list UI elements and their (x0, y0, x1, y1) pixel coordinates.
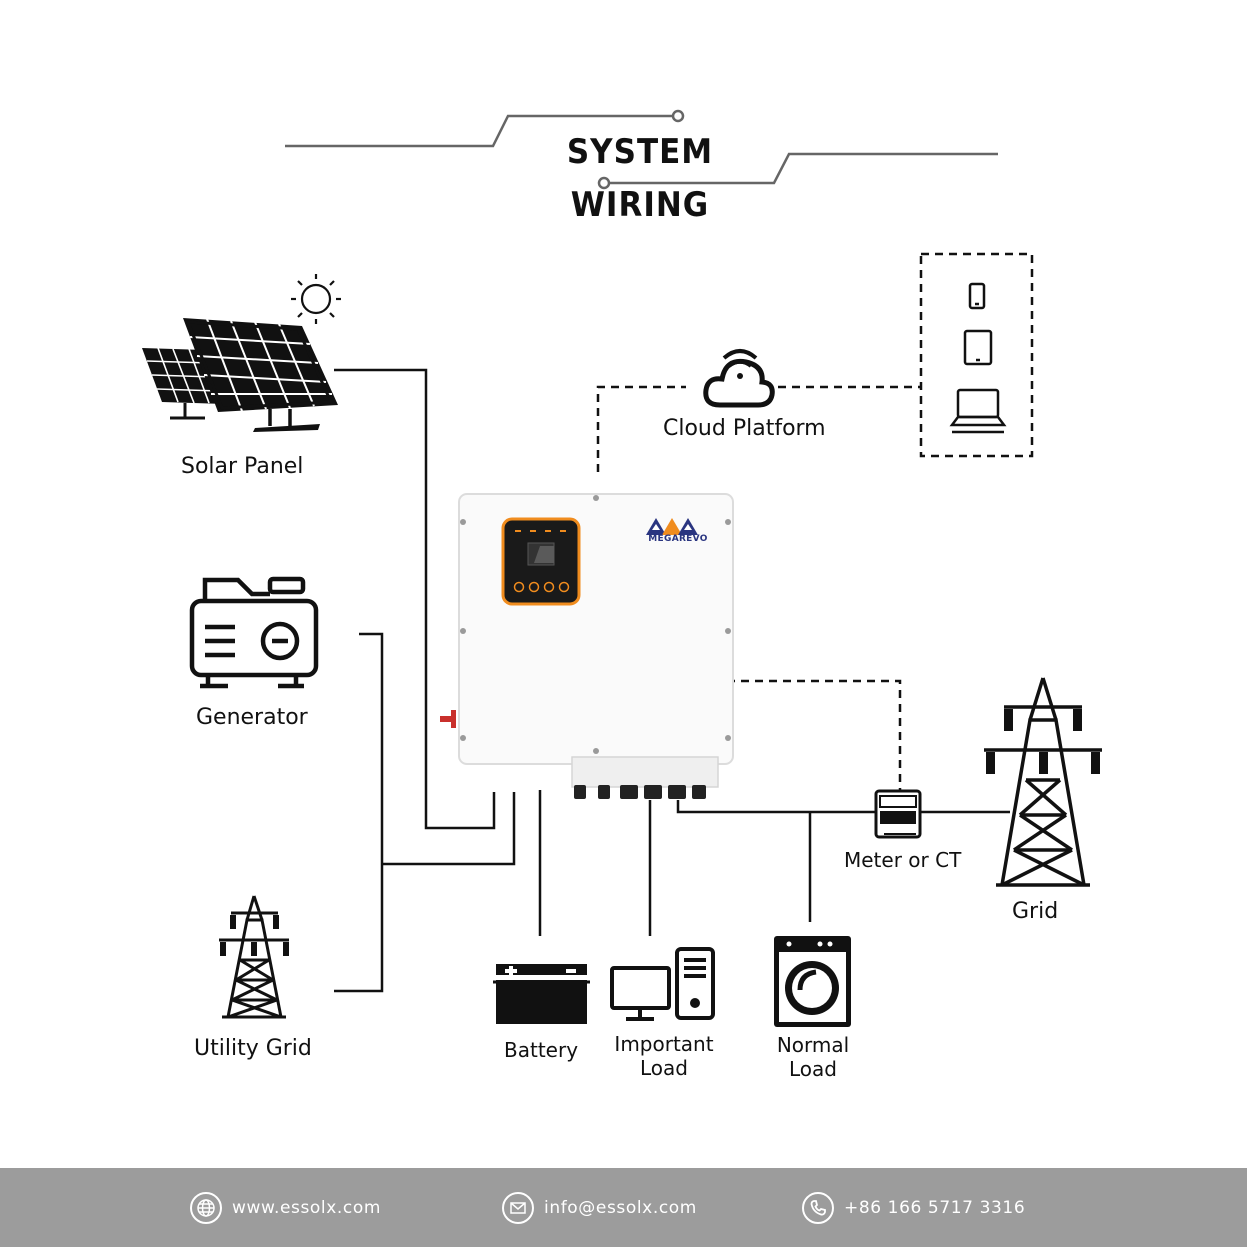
devices-box (919, 252, 1034, 458)
cloud-icon (703, 349, 775, 408)
mail-icon (502, 1192, 534, 1224)
normal-load-label-line1: Normal (776, 1033, 850, 1057)
solar-wire (334, 368, 496, 830)
washing-machine-icon (774, 936, 851, 1027)
generator-icon (189, 576, 319, 689)
normal-load-wire (676, 800, 876, 814)
wiring-lines (334, 368, 1010, 993)
inverter-brand-label: MEGAREVO (648, 534, 708, 544)
megarevo-logo-icon (646, 518, 698, 535)
battery-label: Battery (504, 1038, 579, 1062)
footer-phone-text[interactable]: +86 166 5717 3316 (844, 1198, 1026, 1218)
footer-website-text[interactable]: www.essolx.com (232, 1198, 382, 1218)
inverter-button-3 (543, 581, 555, 593)
gen-grid-bus-wire (382, 792, 516, 866)
computer-icon (610, 947, 715, 1021)
battery-icon (493, 964, 590, 1024)
dc-switch-icon (440, 710, 456, 728)
footer-website[interactable]: www.essolx.com (190, 1188, 381, 1228)
footer-bar: www.essolx.com info@essolx.com +86 166 5… (0, 1168, 1247, 1247)
inverter (440, 493, 734, 799)
cloud-link-left (596, 385, 686, 472)
footer-email-text[interactable]: info@essolx.com (544, 1198, 697, 1218)
solar-panel-label: Solar Panel (181, 454, 304, 479)
smartphone-icon (968, 282, 986, 310)
phone-icon (802, 1192, 834, 1224)
generator-label: Generator (196, 705, 308, 730)
meter-comm-line (713, 679, 902, 790)
grid-label: Grid (1012, 899, 1059, 924)
cloud-platform-label: Cloud Platform (663, 416, 826, 441)
footer-email[interactable]: info@essolx.com (502, 1188, 697, 1228)
page-title: SYSTEM WIRING (566, 132, 714, 225)
sun-icon (291, 274, 341, 324)
inverter-brand: MEGAREVO (640, 514, 716, 544)
laptop-icon (949, 388, 1007, 434)
title-decoration (285, 109, 998, 190)
globe-icon (190, 1192, 222, 1224)
utility-grid-label: Utility Grid (194, 1036, 312, 1061)
generator-wire (334, 632, 384, 993)
meter-label: Meter or CT (844, 848, 962, 872)
inverter-button-4 (558, 581, 570, 593)
important-load-label-line1: Important (614, 1032, 714, 1056)
solar-panel-icon (142, 318, 338, 432)
meter-icon (874, 789, 922, 839)
inverter-button-1 (513, 581, 525, 593)
grid-tower-icon (984, 677, 1102, 887)
footer-phone[interactable]: +86 166 5717 3316 (802, 1188, 1025, 1228)
normal-load-label-line2: Load (789, 1057, 837, 1081)
inverter-button-2 (528, 581, 540, 593)
utility-grid-tower-icon (219, 895, 289, 1019)
important-load-label-line2: Load (640, 1056, 688, 1080)
tablet-icon (963, 329, 993, 366)
